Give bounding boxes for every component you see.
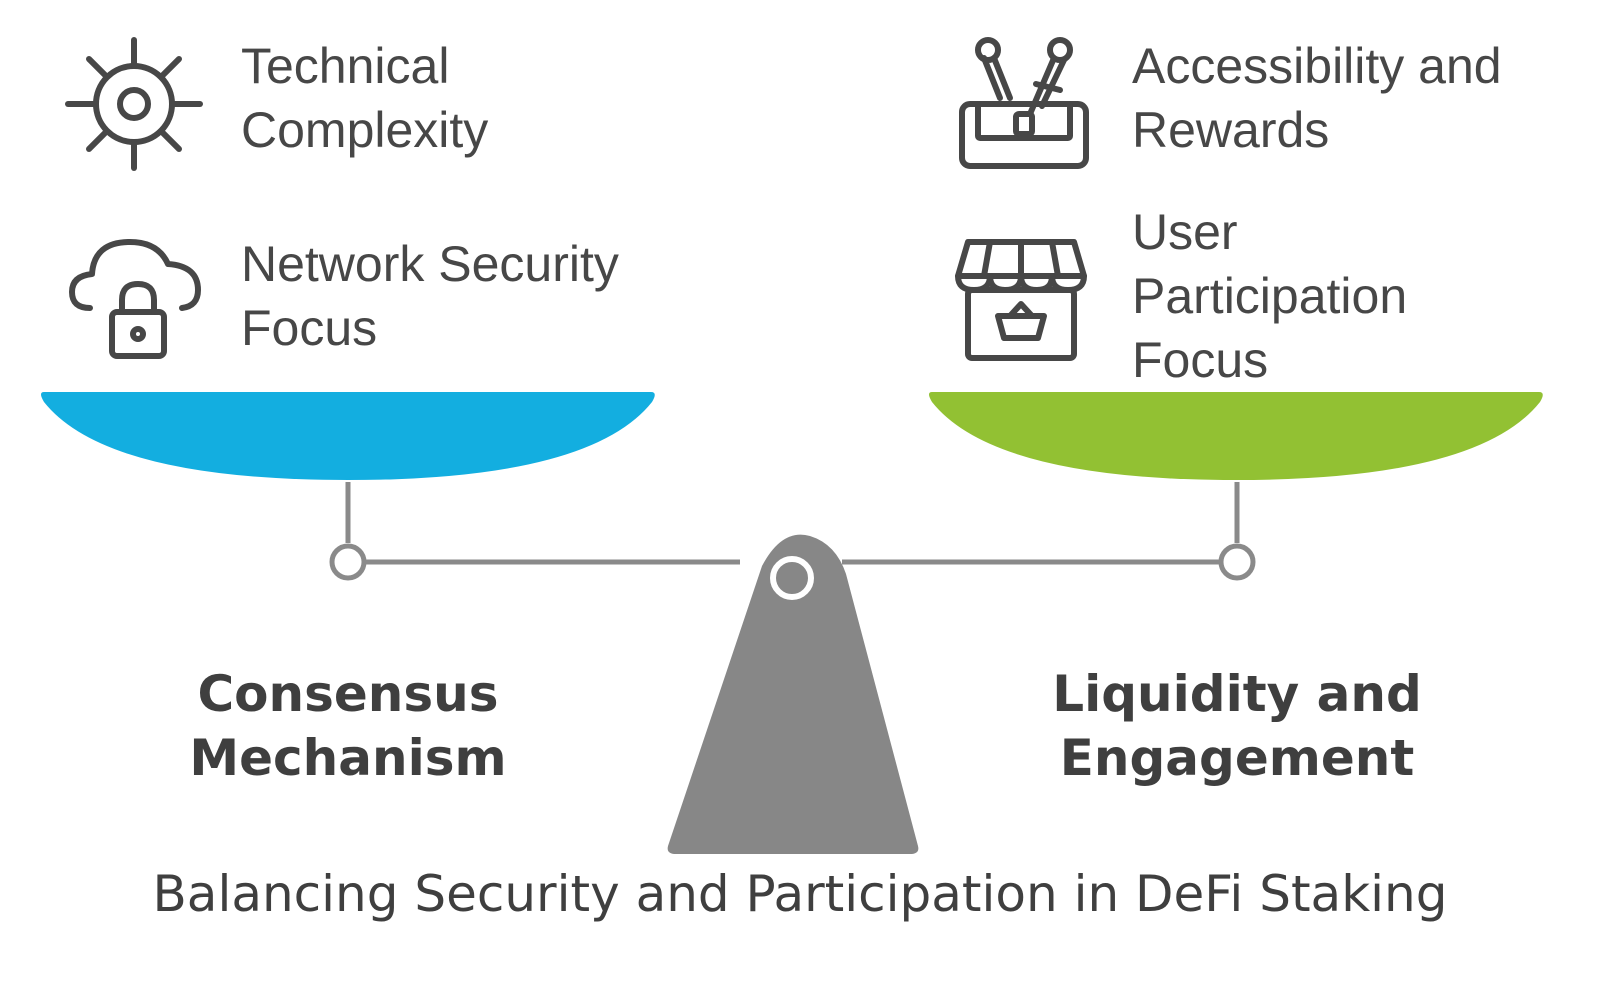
- side-label-line: Mechanism: [189, 729, 507, 787]
- left-hinge: [329, 543, 367, 581]
- item-label-line: Participation: [1132, 268, 1408, 324]
- item-label-user-participation: User Participation Focus: [1132, 200, 1407, 392]
- side-label-line: Engagement: [1059, 729, 1415, 787]
- item-label-line: Complexity: [241, 102, 489, 158]
- item-label-line: User: [1132, 204, 1238, 260]
- right-hinge: [1218, 543, 1256, 581]
- diagram-title: Balancing Security and Participation in …: [152, 865, 1448, 923]
- left-side-label: Consensus Mechanism: [148, 662, 548, 790]
- gear-icon: [65, 37, 203, 171]
- item-label-line: Accessibility and: [1132, 38, 1502, 94]
- cloud-lock-icon: [69, 239, 201, 359]
- item-label-line: Rewards: [1132, 102, 1330, 158]
- item-label-accessibility-rewards: Accessibility and Rewards: [1132, 34, 1502, 162]
- item-label-line: Focus: [241, 300, 378, 356]
- fulcrum-pivot: [770, 556, 814, 600]
- right-pan: [929, 392, 1543, 480]
- side-label-line: Consensus: [197, 665, 499, 723]
- item-label-technical-complexity: Technical Complexity: [241, 34, 488, 162]
- item-label-line: Focus: [1132, 332, 1269, 388]
- right-side-label: Liquidity and Engagement: [1012, 662, 1462, 790]
- storefront-icon: [955, 239, 1087, 361]
- treasure-chest-icon: [959, 37, 1089, 169]
- item-label-line: Network Security: [241, 236, 619, 292]
- item-label-network-security: Network Security Focus: [241, 232, 619, 360]
- fulcrum: [667, 534, 919, 854]
- left-pan: [41, 392, 655, 480]
- item-label-line: Technical: [241, 38, 450, 94]
- side-label-line: Liquidity and: [1052, 665, 1422, 723]
